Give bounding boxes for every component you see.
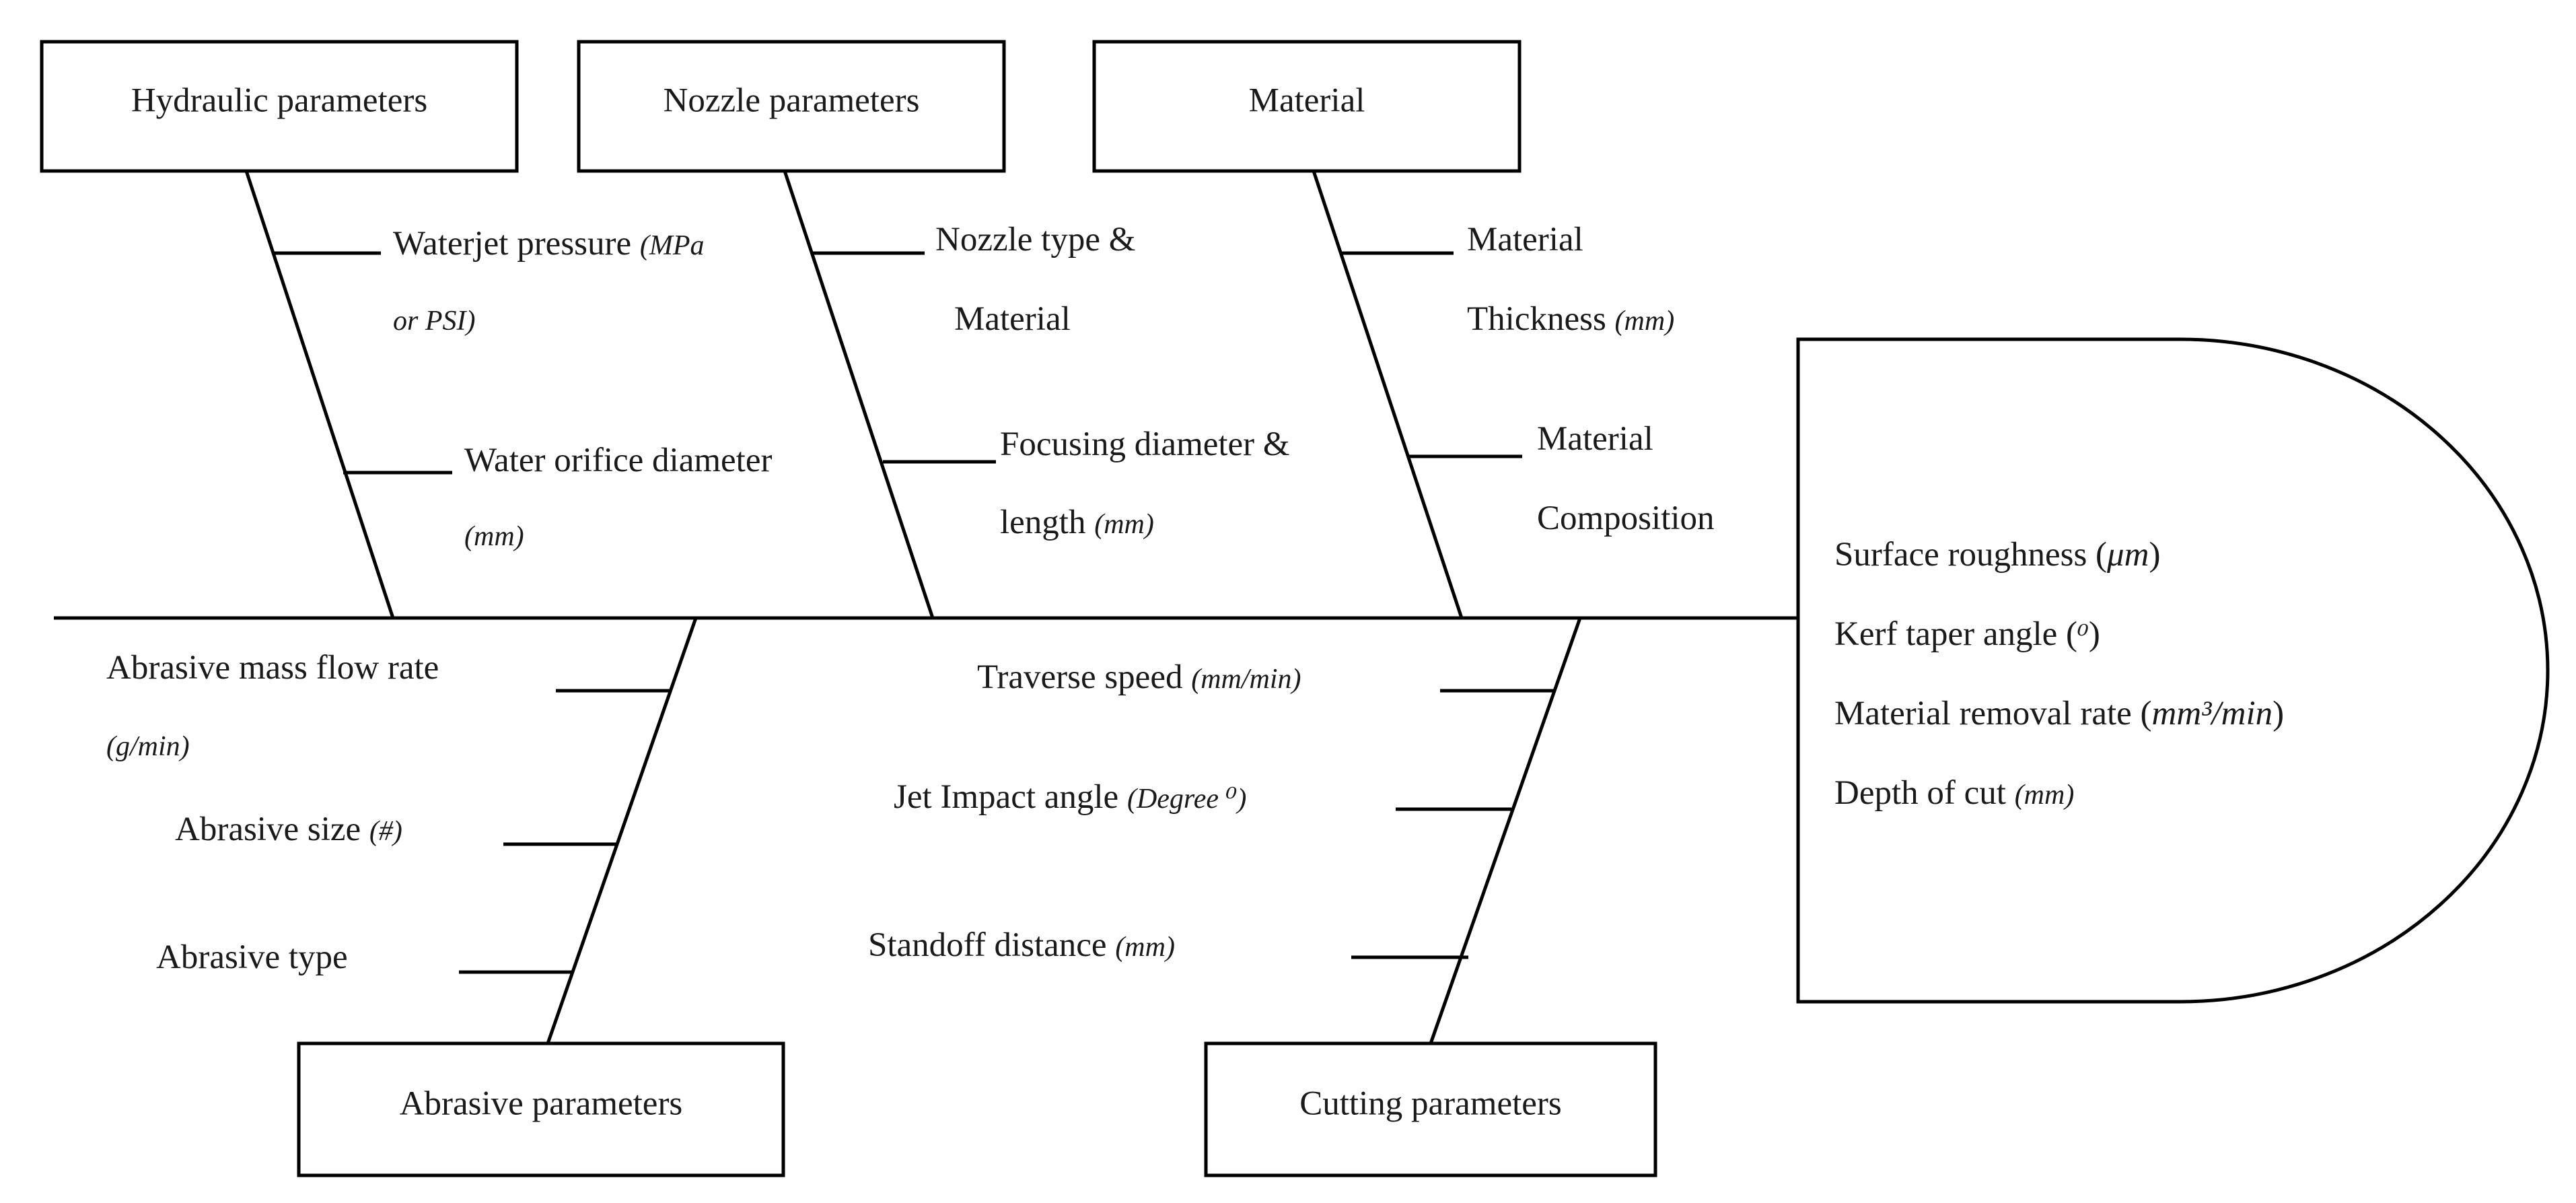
cause-focusing-length: length (mm) (1000, 504, 1154, 541)
cause-abrasive-type: Abrasive type (156, 938, 348, 976)
effect-head (1796, 337, 2550, 1004)
cause-focusing: Focusing diameter & (1000, 425, 1290, 463)
bone-hydraulic (244, 170, 395, 619)
cause-abrasive-flow: Abrasive mass flow rate (106, 649, 439, 687)
category-cutting: Cutting parameters (1299, 1085, 1561, 1123)
output-kerf-taper: Kerf taper angle (⁰) (1834, 615, 2100, 653)
category-box-abrasive (297, 1041, 785, 1177)
output-surface-roughness: Surface roughness (μm) (1834, 536, 2160, 574)
cause-water-orifice: Water orifice diameter (464, 442, 772, 479)
cause-traverse-speed: Traverse speed (mm/min) (977, 658, 1301, 696)
bone-material (1312, 170, 1464, 619)
cause-material-composition: Material (1537, 420, 1653, 458)
cause-jet-impact: Jet Impact angle (Degree ⁰) (894, 778, 1246, 816)
bone-cutting (1429, 617, 1582, 1044)
category-box-material (1092, 40, 1522, 173)
output-depth-of-cut: Depth of cut (mm) (1834, 774, 2074, 812)
category-abrasive: Abrasive parameters (400, 1085, 683, 1123)
bone-nozzle (783, 170, 935, 619)
cause-nozzle-material: Material (954, 300, 1071, 338)
cause-waterjet-pressure: Waterjet pressure (MPa (393, 225, 705, 263)
cause-nozzle-type: Nozzle type & (935, 221, 1135, 259)
cause-material-thickness: Material (1467, 221, 1583, 259)
cause-waterjet-pressure-unit: or PSI) (393, 306, 475, 337)
output-mrr: Material removal rate (mm³/min) (1834, 695, 2284, 732)
bone-abrasive (546, 617, 698, 1044)
category-hydraulic: Hydraulic parameters (131, 82, 427, 120)
category-nozzle: Nozzle parameters (664, 82, 920, 120)
cause-standoff: Standoff distance (mm) (868, 926, 1175, 964)
cause-water-orifice-unit: (mm) (464, 521, 524, 552)
cause-abrasive-size: Abrasive size (#) (175, 811, 402, 848)
cause-abrasive-flow-unit: (g/min) (106, 731, 190, 762)
cause-material-composition-2: Composition (1537, 500, 1715, 537)
category-box-nozzle (577, 40, 1006, 173)
category-box-hydraulic (40, 40, 519, 173)
category-material: Material (1249, 82, 1365, 120)
cause-material-thickness-2: Thickness (mm) (1467, 300, 1674, 338)
